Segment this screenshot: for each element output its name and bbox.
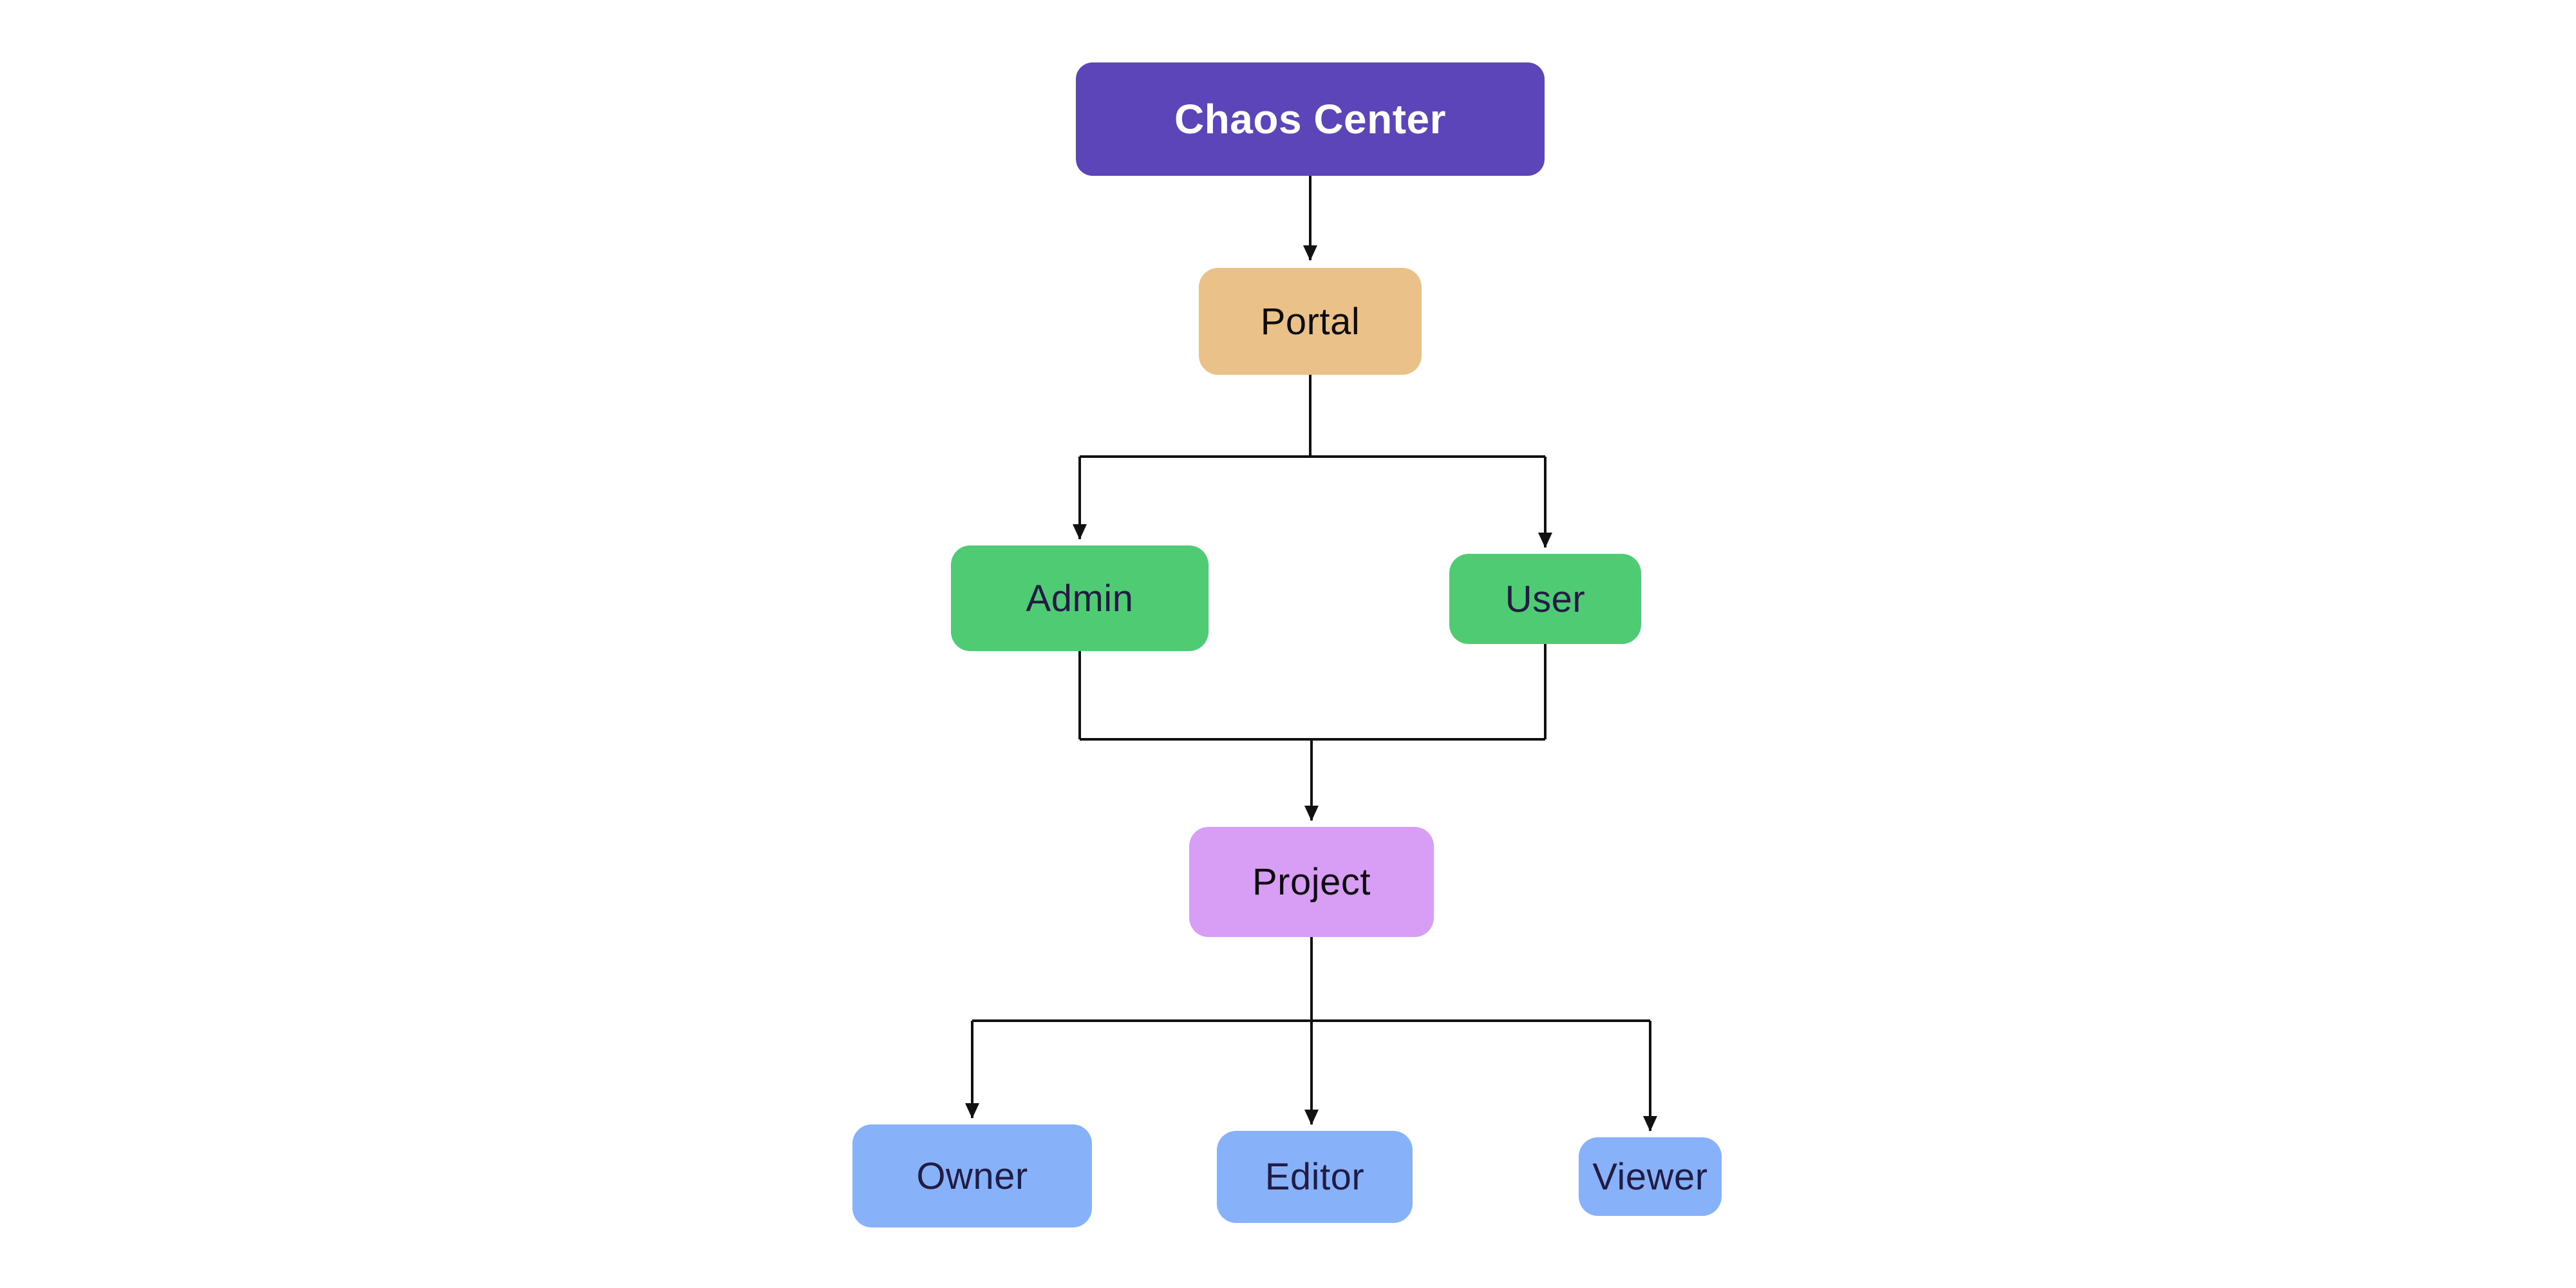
node-owner: Owner <box>852 1124 1092 1227</box>
node-user: User <box>1449 554 1641 644</box>
node-admin-label: Admin <box>1026 577 1134 620</box>
node-chaos-center-label: Chaos Center <box>1174 96 1447 142</box>
node-viewer: Viewer <box>1579 1137 1722 1216</box>
node-chaos-center: Chaos Center <box>1076 62 1545 176</box>
node-editor-label: Editor <box>1264 1156 1365 1198</box>
node-editor: Editor <box>1217 1131 1413 1223</box>
node-owner-label: Owner <box>916 1155 1028 1197</box>
node-project: Project <box>1189 827 1434 937</box>
node-viewer-label: Viewer <box>1592 1155 1708 1198</box>
node-admin: Admin <box>951 545 1208 651</box>
node-user-label: User <box>1505 578 1586 620</box>
node-portal-label: Portal <box>1260 300 1360 343</box>
node-project-label: Project <box>1252 861 1371 903</box>
node-portal: Portal <box>1199 268 1422 375</box>
